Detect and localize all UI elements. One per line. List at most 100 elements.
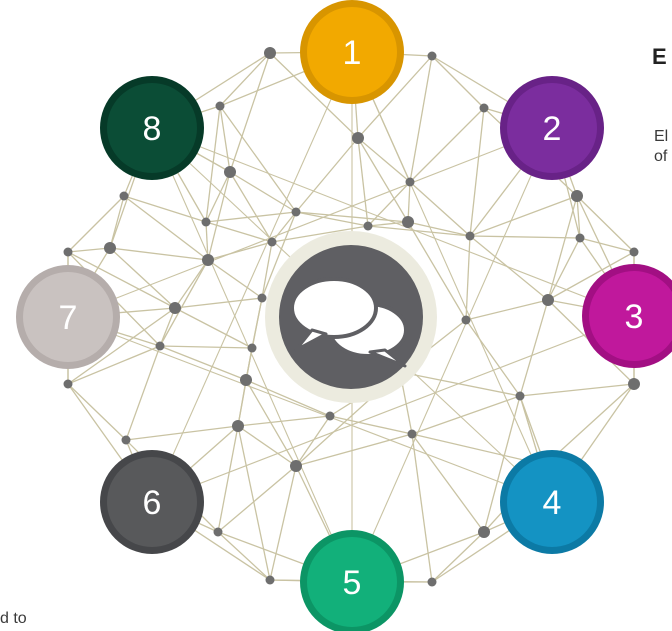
network-dot <box>63 379 73 389</box>
network-line <box>519 299 549 397</box>
network-line <box>205 105 221 223</box>
network-line <box>431 531 485 583</box>
node-label: 8 <box>143 110 162 148</box>
network-line <box>519 383 635 397</box>
network-line <box>237 425 297 467</box>
network-line <box>295 137 359 213</box>
network-line <box>357 55 433 139</box>
network-line <box>547 251 635 301</box>
network-dot <box>363 221 373 231</box>
network-line <box>151 127 635 317</box>
network-line <box>579 237 635 253</box>
node-disc <box>23 272 113 362</box>
network-line <box>409 107 485 183</box>
network-line <box>219 52 271 107</box>
network-dot <box>352 132 364 144</box>
network-line <box>125 345 161 441</box>
network-line <box>295 211 369 227</box>
network-line <box>295 433 413 467</box>
network-line <box>229 171 273 243</box>
network-line <box>399 371 521 397</box>
network-line <box>269 465 297 581</box>
network-dot <box>407 429 417 439</box>
node-disc <box>307 7 397 97</box>
footer-text: d to <box>0 610 27 627</box>
network-dot <box>515 391 525 401</box>
network-line <box>67 316 553 503</box>
network-line <box>547 237 581 301</box>
node-label: 7 <box>59 299 78 337</box>
description-line-1: El <box>654 128 669 145</box>
network-line <box>271 211 297 243</box>
center-hub <box>265 231 437 403</box>
node-label: 6 <box>143 484 162 522</box>
network-line <box>159 345 253 349</box>
network-dots <box>63 47 640 587</box>
network-dot <box>232 420 244 432</box>
network-line <box>207 171 231 261</box>
network-line <box>207 259 263 299</box>
node-7: 7 <box>16 265 120 369</box>
network-line <box>357 137 411 183</box>
network-dot <box>121 435 131 445</box>
network-dot <box>628 378 640 390</box>
network-line <box>269 52 359 139</box>
network-line <box>125 425 239 441</box>
network-line <box>407 221 471 237</box>
network-dot <box>213 527 223 537</box>
network-line <box>237 379 247 427</box>
network-line <box>357 137 409 223</box>
network-line <box>174 307 253 349</box>
node-disc <box>107 83 197 173</box>
node-disc <box>507 457 597 547</box>
node-label: 2 <box>543 110 562 148</box>
network-line <box>329 415 413 435</box>
network-line <box>351 127 553 583</box>
network-line <box>174 259 209 309</box>
network-line <box>469 195 578 237</box>
network-dot <box>215 101 225 111</box>
node-8: 8 <box>100 76 204 180</box>
network-dot <box>478 526 490 538</box>
network-dot <box>201 217 211 227</box>
network-dot <box>240 374 252 386</box>
network-line <box>205 171 231 223</box>
network-line <box>67 127 553 318</box>
network-line <box>469 235 581 239</box>
network-line <box>109 195 125 249</box>
network-line <box>576 195 635 253</box>
network-line <box>67 307 176 385</box>
network-line <box>207 241 273 261</box>
heading-text: E <box>652 44 667 69</box>
network-line <box>217 531 271 581</box>
network-line <box>159 345 247 381</box>
network-dot <box>427 577 437 587</box>
network-line <box>407 221 467 321</box>
network-line <box>245 379 331 417</box>
network-line <box>67 195 125 253</box>
network-line <box>409 55 433 183</box>
node-4: 4 <box>500 450 604 554</box>
node-5: 5 <box>300 530 404 631</box>
network-line <box>237 415 331 427</box>
network-dot <box>291 207 301 217</box>
network-dot <box>290 460 302 472</box>
node-1: 1 <box>300 0 404 104</box>
network-line <box>483 395 521 533</box>
network-line <box>407 181 411 223</box>
network-dot <box>405 177 415 187</box>
network-line <box>547 195 578 301</box>
network-line <box>205 211 297 223</box>
network-dot <box>63 247 73 257</box>
network-dot <box>169 302 181 314</box>
network-line <box>469 107 485 237</box>
network-dot <box>119 191 129 201</box>
network-line <box>67 345 161 385</box>
network-line <box>67 251 176 309</box>
node-2: 2 <box>500 76 604 180</box>
network-line <box>469 235 549 301</box>
node-label: 1 <box>343 34 362 72</box>
network-line <box>123 195 209 261</box>
network-dot <box>402 216 414 228</box>
